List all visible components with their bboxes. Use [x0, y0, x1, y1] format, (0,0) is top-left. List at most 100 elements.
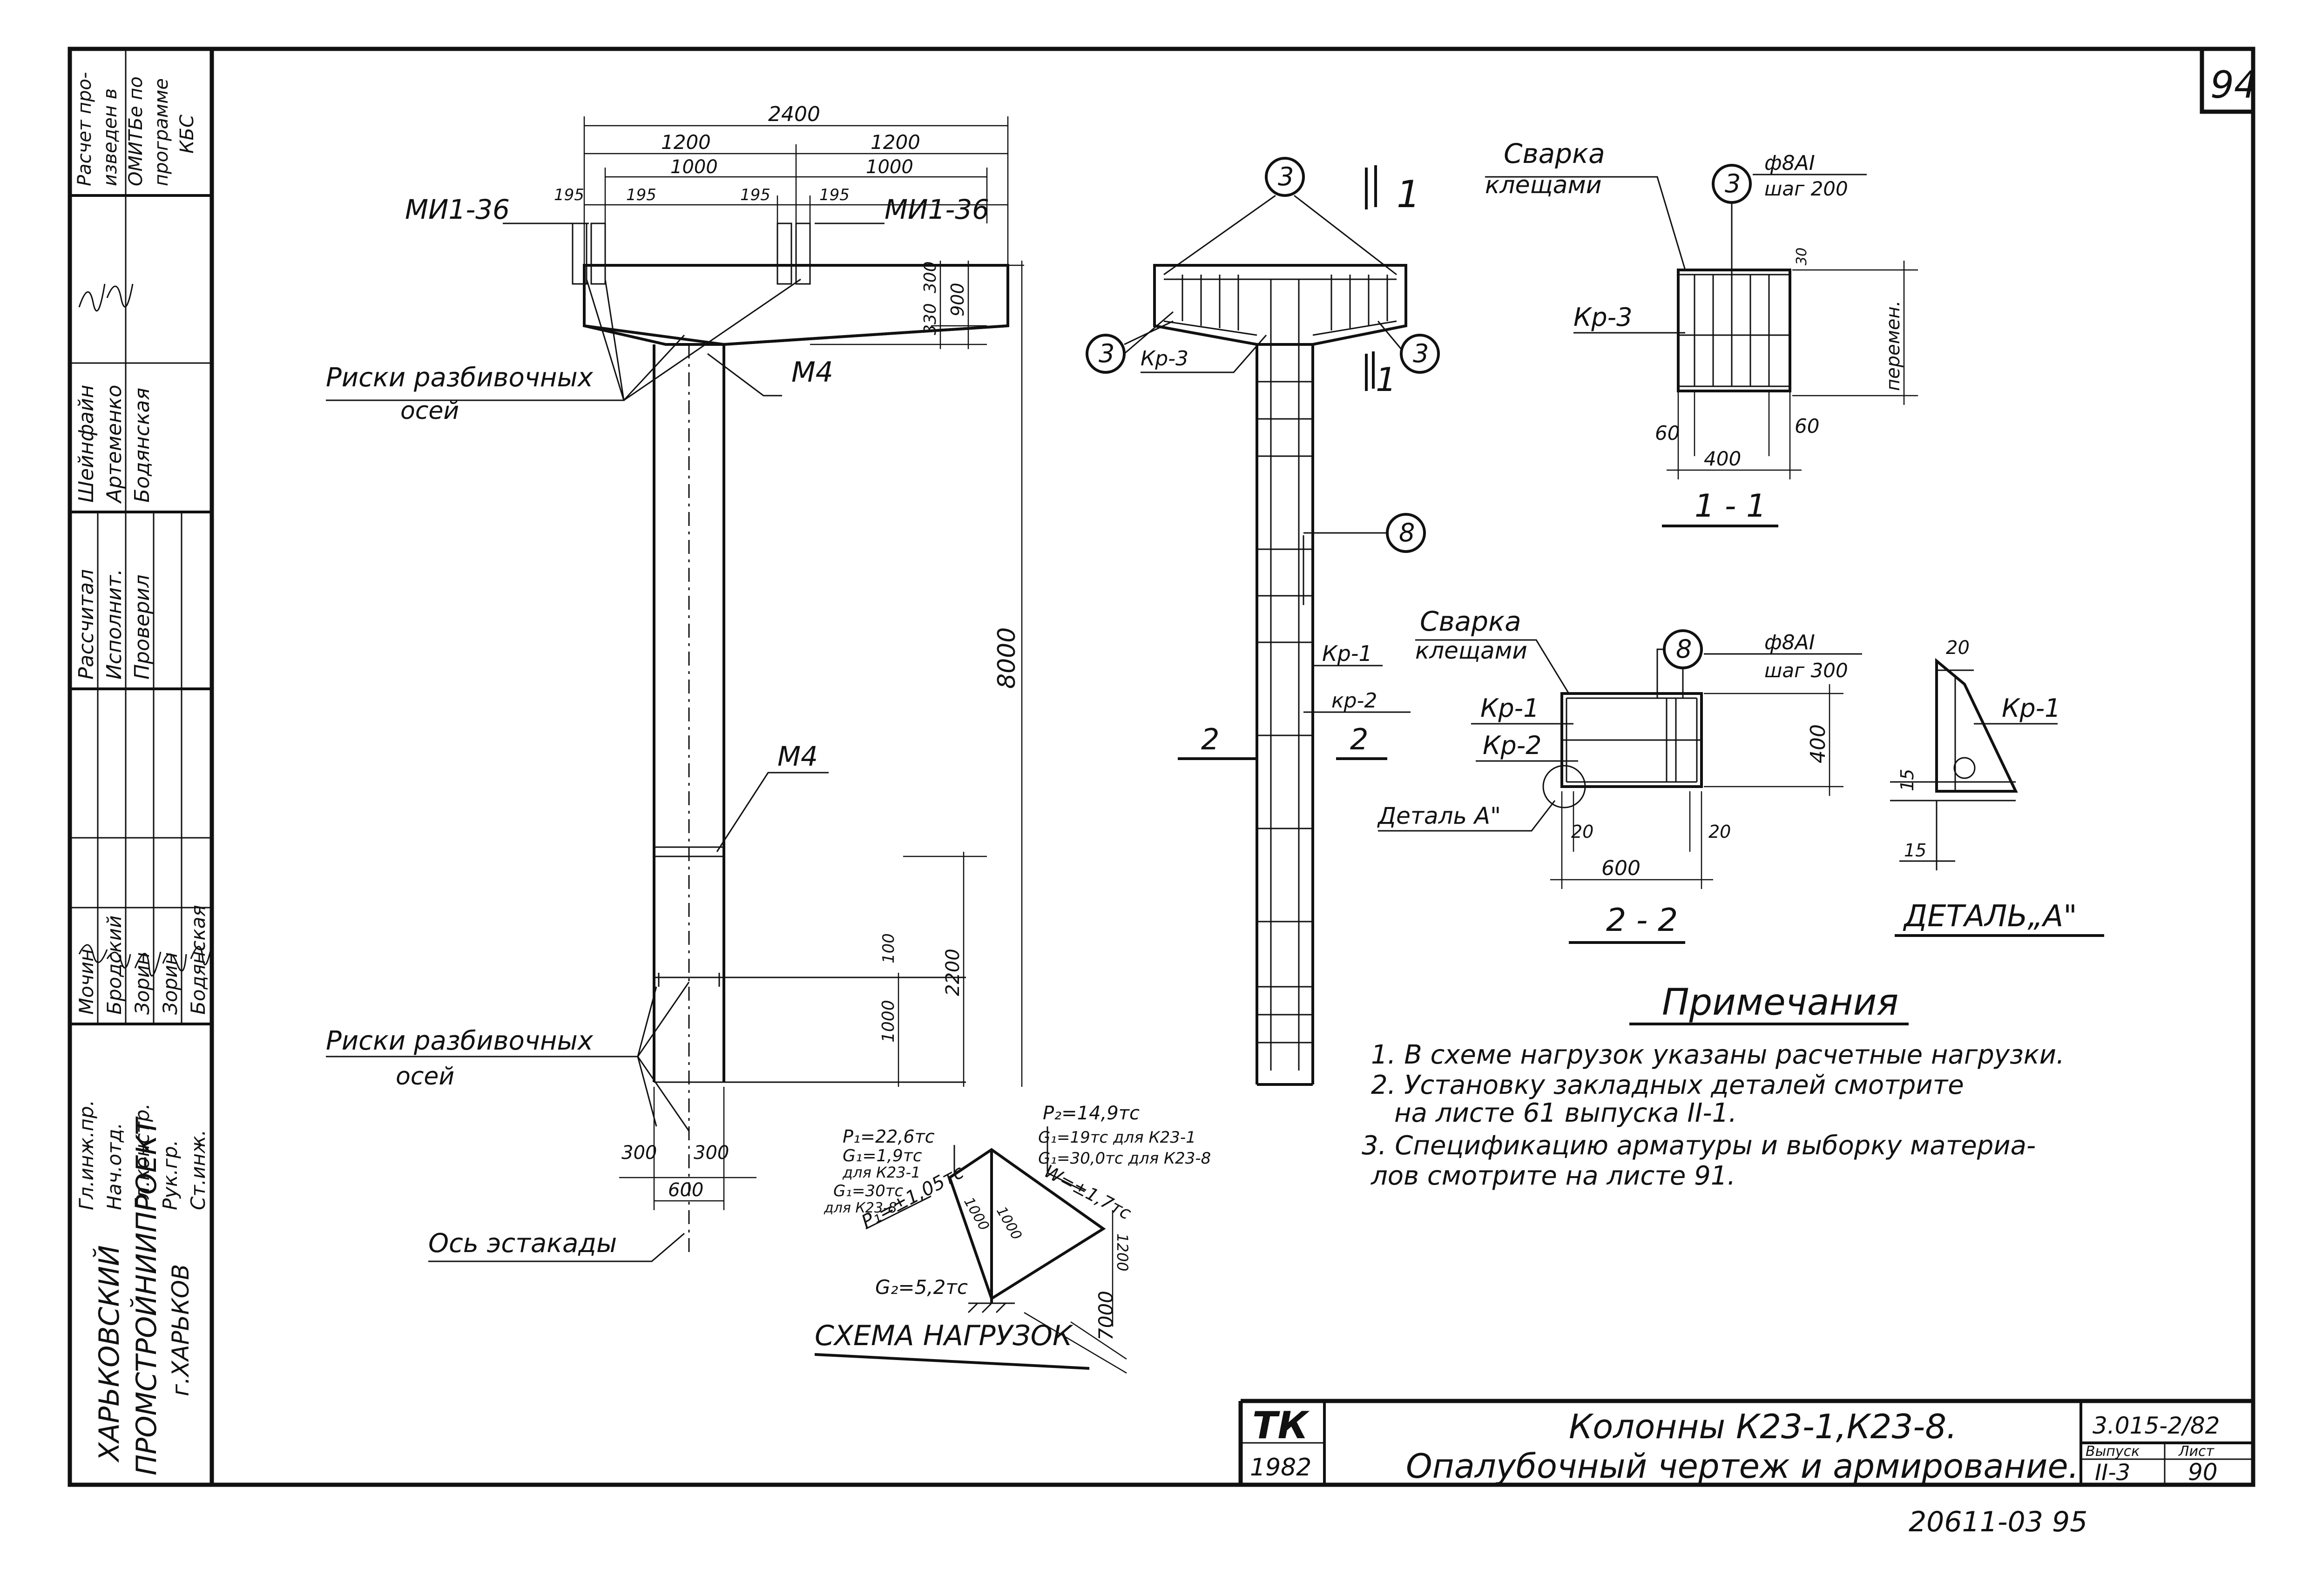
column-elevation: 2400 1200 1200 1000 1000 195 195 195 195… — [326, 102, 1024, 1262]
load-p1: P₁=22,6тс — [843, 1126, 935, 1147]
dim-300: 300 — [921, 261, 940, 293]
sheet-value: 90 — [2188, 1459, 2218, 1486]
load-g2: G₂=5,2тс — [875, 1276, 968, 1299]
load-g1b-note: для К23-8 — [824, 1200, 897, 1216]
dim-300-left: 300 — [621, 1142, 657, 1164]
section-1-1: Сварка клещами 3 ф8АI шаг 200 Кр-3 перем… — [1485, 138, 1918, 527]
sheet-label: Лист — [2178, 1443, 2215, 1460]
rebar-view: 3 3 3 8 Кр-3 Кр-1 кр-2 1 1 2 2 — [1086, 157, 1440, 1086]
stamp-role-2: Нач.отд. — [103, 1123, 126, 1210]
dim-1000-right: 1000 — [866, 156, 913, 178]
tk-logo: ТК — [1252, 1404, 1310, 1447]
stamp-role-1: Гл.инж.пр. — [75, 1100, 98, 1210]
mark-8: 8 — [1399, 518, 1415, 547]
stamp-name2-3: Бодянская — [130, 388, 154, 503]
stamp-note-4: программе — [151, 78, 172, 186]
load-dim-1000a: 1000 — [960, 1195, 992, 1234]
label-m4-top: М4 — [791, 356, 833, 389]
da-d15a: 15 — [1897, 769, 1917, 791]
s22-kp1: Кр-1 — [1480, 694, 1539, 723]
dim-330: 330 — [921, 303, 940, 335]
stamp-note-2: изведен в — [100, 88, 121, 186]
cut-2-a: 2 — [1201, 722, 1219, 756]
label-riski-bot-2: осей — [396, 1063, 454, 1091]
stamp-name2-1: Шейнфайн — [74, 385, 98, 503]
notes-block: Примечания 1. В схеме нагрузок указаны р… — [1362, 982, 2065, 1191]
load-dim-1000b: 1000 — [993, 1204, 1025, 1243]
dim-100: 100 — [879, 933, 898, 963]
load-scheme: P₁=22,6тс G₁=1,9тс для К23-1 G₁=30тс для… — [814, 1103, 1211, 1374]
load-g1a: G₁=1,9тс — [843, 1146, 922, 1165]
stamp-org-1: ХАРЬКОВСКИЙ — [93, 1245, 126, 1463]
s11-kp3: Кр-3 — [1573, 303, 1632, 332]
s22-d20b: 20 — [1708, 822, 1731, 842]
issue-label: Выпуск — [2086, 1443, 2140, 1460]
dim-1200-left: 1200 — [661, 131, 711, 154]
dim-1000-left: 1000 — [670, 156, 718, 178]
note-2: 2. Установку закладных деталей смотрите — [1371, 1070, 1964, 1100]
stamp-role-3: Гл.констр. — [131, 1103, 154, 1210]
s11-d30: 30 — [1794, 248, 1810, 265]
issue-value: II-3 — [2095, 1460, 2130, 1486]
label-mi-right: МИ1-36 — [884, 194, 989, 225]
stamp-org-2: ПРОМСТРОЙНИИПРОЕКТ — [130, 1116, 163, 1475]
note-3: 3. Спецификацию арматуры и выборку матер… — [1362, 1131, 2036, 1161]
load-p2: P₂=14,9тс — [1043, 1103, 1140, 1124]
stamp-note-5: КБС — [176, 114, 198, 154]
cut-1-b: 1 — [1376, 361, 1397, 399]
dim-195-c: 195 — [740, 186, 770, 204]
mark-3-left: 3 — [1099, 339, 1114, 368]
s22-d20a: 20 — [1571, 822, 1593, 842]
s22-d600: 600 — [1601, 856, 1641, 880]
load-w: W=±1,7тс — [1041, 1161, 1135, 1224]
sheet-frame — [68, 47, 2255, 1487]
dim-1000: 1000 — [879, 1000, 898, 1043]
s11-weld-1: Сварка — [1504, 138, 1605, 169]
dim-195-a: 195 — [554, 186, 584, 204]
stamp-org-3: г.ХАРЬКОВ — [167, 1264, 194, 1396]
stamp-role2-2: Исполнит. — [102, 569, 126, 680]
s22-bar-top: ф8АI — [1764, 631, 1815, 654]
s22-d400: 400 — [1806, 724, 1830, 763]
dim-1200-right: 1200 — [871, 131, 920, 154]
dim-195-d: 195 — [819, 186, 850, 204]
label-riski-bot-1: Риски разбивочных — [326, 1026, 594, 1056]
stamp-role2-1: Рассчитал — [74, 569, 98, 680]
da-d15b: 15 — [1904, 840, 1926, 861]
s22-kp2: Кр-2 — [1483, 731, 1541, 760]
title-line-1: Колонны К23-1,К23-8. — [1569, 1407, 1957, 1446]
side-stamp: ХАРЬКОВСКИЙ ПРОМСТРОЙНИИПРОЕКТ г.ХАРЬКОВ… — [70, 49, 213, 1475]
cut-2-b: 2 — [1350, 722, 1368, 756]
label-m4-mid: М4 — [777, 741, 818, 772]
load-scheme-title: СХЕМА НАГРУЗОК — [815, 1320, 1073, 1352]
stamp-role-5: Ст.инж. — [187, 1130, 209, 1210]
title-line-2: Опалубочный чертеж и армирование. — [1406, 1447, 2079, 1486]
footer-code: 20611-03 95 — [1909, 1506, 2087, 1538]
stamp-note-1: Расчет про- — [74, 72, 95, 186]
da-title: ДЕТАЛЬ„А" — [1903, 899, 2077, 934]
stamp-name-3: Зорин — [131, 952, 154, 1015]
s22-detail: Деталь А" — [1377, 802, 1501, 829]
label-mi-left: МИ1-36 — [405, 194, 510, 225]
s11-var: перемен. — [1883, 301, 1904, 391]
load-g1d: G₁=30,0тс для К23-8 — [1038, 1149, 1211, 1168]
label-riski-top-1: Риски разбивочных — [326, 363, 594, 393]
stamp-name2-2: Артеменко — [102, 385, 126, 504]
dim-195-b: 195 — [626, 186, 656, 204]
signature-mark — [78, 944, 213, 976]
sheet-number: 94 — [2210, 63, 2258, 107]
s22-bar-bot: шаг 300 — [1764, 659, 1848, 682]
stamp-name-4: Зорин — [159, 952, 182, 1015]
note-3b: лов смотрите на листе 91. — [1371, 1161, 1735, 1191]
stamp-role2-3: Проверил — [130, 574, 154, 680]
detail-a: 20 Кр-1 15 15 ДЕТАЛЬ„А" — [1890, 637, 2104, 937]
s11-d60b: 60 — [1795, 415, 1819, 438]
stamp-role-4: Рук.гр. — [159, 1140, 182, 1210]
dim-600: 600 — [668, 1179, 703, 1201]
mark-3-top: 3 — [1278, 162, 1294, 191]
label-riski-top-2: осей — [400, 397, 459, 425]
label-kp3: Кр-3 — [1141, 347, 1188, 370]
dim-2400: 2400 — [768, 102, 820, 126]
